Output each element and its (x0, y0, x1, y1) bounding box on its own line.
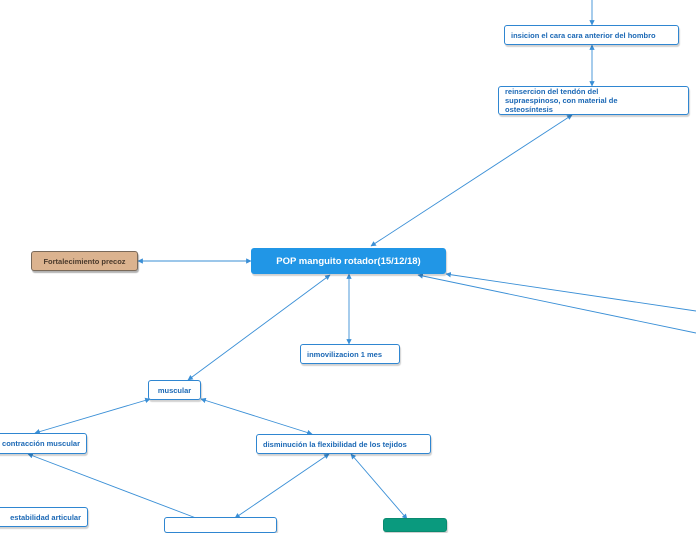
link-muscular-contraccion (34, 397, 151, 435)
link-muscular-flexibilidad (200, 397, 313, 436)
node-estabilidad[interactable]: estabilidad articular (0, 507, 88, 527)
node-flexibilidad-label: disminución la flexibilidad de los tejid… (263, 439, 407, 449)
node-bottom-center[interactable] (164, 517, 277, 533)
node-muscular[interactable]: muscular (148, 380, 201, 400)
node-central[interactable]: POP manguito rotador(15/12/18) (251, 248, 446, 274)
node-contraccion[interactable]: contracción muscular (0, 433, 87, 454)
node-reinsercion-label: reinsercion del tendón del supraespinoso… (505, 87, 618, 114)
node-central-label: POP manguito rotador(15/12/18) (276, 255, 421, 267)
link-central-offscreen-right-2 (417, 273, 696, 334)
node-fortalecimiento[interactable]: Fortalecimiento precoz (31, 251, 138, 271)
node-inmovilizacion-label: inmovilizacion 1 mes (307, 349, 383, 359)
node-inmovilizacion[interactable]: inmovilizacion 1 mes (300, 344, 400, 364)
node-reinsercion[interactable]: reinsercion del tendón del supraespinoso… (498, 86, 689, 115)
node-insicion[interactable]: insicion el cara cara anterior del hombr… (504, 25, 679, 45)
link-central-muscular (187, 274, 331, 381)
node-estabilidad-label: estabilidad articular (10, 512, 81, 522)
node-bottom-right[interactable] (383, 518, 447, 532)
link-flexibilidad-bottom-right (350, 453, 408, 520)
link-flexibilidad-bottom-left (234, 453, 330, 519)
node-muscular-label: muscular (157, 385, 192, 395)
node-flexibilidad[interactable]: disminución la flexibilidad de los tejid… (256, 434, 431, 454)
node-insicion-label: insicion el cara cara anterior del hombr… (511, 30, 656, 40)
link-reinsercion-central (370, 114, 573, 247)
connector-lines (27, 0, 696, 520)
node-contraccion-label: contracción muscular (2, 439, 80, 448)
node-fortalecimiento-label: Fortalecimiento precoz (43, 256, 126, 266)
link-central-offscreen-right-1 (445, 272, 696, 312)
link-contraccion-bottom (27, 453, 197, 519)
